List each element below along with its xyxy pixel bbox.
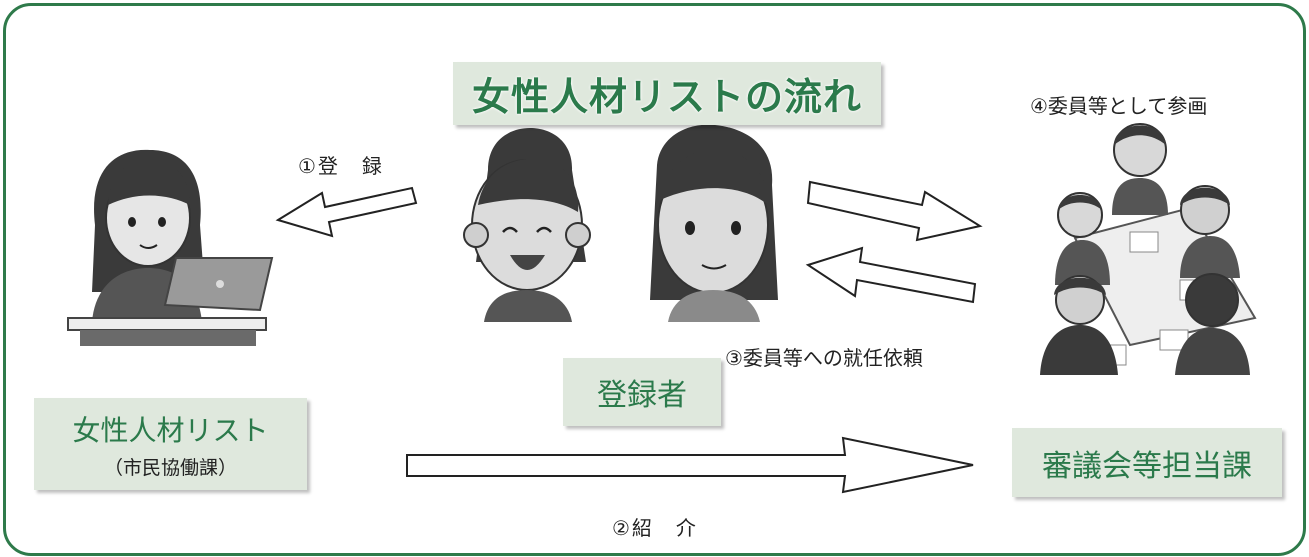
step-participate-label: ④委員等として参画 — [1030, 94, 1208, 118]
introduce-arrow — [406, 436, 974, 494]
registrant-label: 登録者 — [597, 378, 687, 413]
council-dept-box: 審議会等担当課 — [1012, 428, 1282, 497]
registrants-illustration — [463, 124, 778, 322]
talent-list-dept: （市民協働課） — [103, 456, 237, 479]
meeting-illustration — [1040, 123, 1257, 375]
participate-arrow — [806, 180, 983, 242]
request-arrow — [805, 246, 977, 304]
title-box: 女性人材リストの流れ — [453, 62, 881, 125]
diagram-title: 女性人材リストの流れ — [471, 75, 862, 119]
talent-list-box: 女性人材リスト （市民協働課） — [34, 398, 307, 490]
talent-list-label: 女性人材リスト — [72, 413, 269, 447]
woman-at-laptop-illustration — [67, 149, 274, 346]
step-register-label: ①登 録 — [298, 154, 384, 178]
step-introduce-label: ②紹 介 — [612, 516, 698, 540]
register-arrow — [275, 186, 418, 238]
registrant-box: 登録者 — [563, 358, 721, 426]
step-request-label: ③委員等への就任依頼 — [725, 346, 923, 370]
council-dept-label: 審議会等担当課 — [1042, 448, 1252, 484]
